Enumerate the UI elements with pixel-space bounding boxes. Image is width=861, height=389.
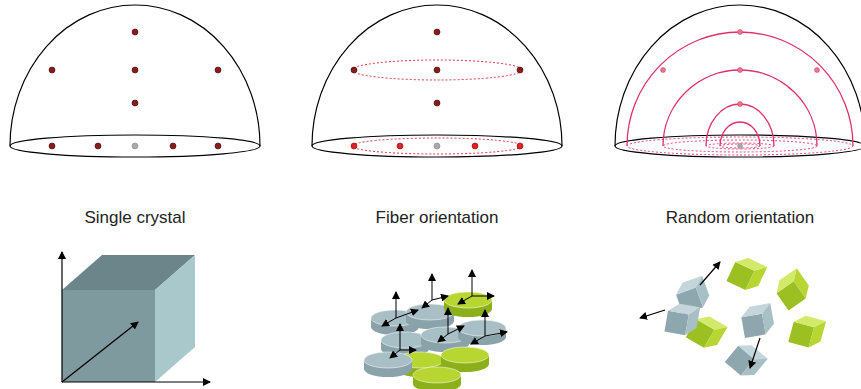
- crystal-cube: [62, 252, 210, 382]
- disc-axes: [422, 274, 448, 308]
- cube-axis: [700, 262, 720, 285]
- random-arcs: [627, 32, 853, 146]
- fiber-disc: [413, 367, 461, 389]
- random-cube: [726, 254, 767, 294]
- random-cube: [664, 302, 700, 337]
- cube-axis: [750, 338, 760, 368]
- disc-axes: [382, 292, 418, 326]
- pole-dots: [661, 30, 820, 149]
- random-cube: [771, 268, 814, 310]
- hemisphere-single: [10, 5, 260, 157]
- caption-label: Fiber orientation: [376, 208, 499, 228]
- disc-axes: [390, 324, 416, 358]
- hemisphere-random: [615, 5, 861, 157]
- disc-axes: [438, 308, 464, 342]
- disc-axes: [471, 310, 507, 344]
- fiber-disc: [458, 320, 506, 345]
- fiber-rings: [352, 60, 522, 154]
- caption-label: Random orientation: [666, 208, 814, 228]
- pole-dots: [351, 29, 523, 106]
- random-rings: [627, 137, 853, 155]
- hemisphere-fiber: [312, 5, 562, 157]
- disc-axes: [458, 270, 494, 304]
- random-cube: [740, 303, 776, 338]
- pole-dots: [351, 143, 523, 149]
- random-cube: [725, 339, 768, 382]
- pole-dots: [49, 29, 221, 149]
- caption-label: Single crystal: [84, 208, 185, 228]
- grain-group: [364, 254, 826, 389]
- random-cube: [788, 313, 826, 350]
- cube-axis: [640, 310, 665, 318]
- fiber-disc: [364, 352, 412, 377]
